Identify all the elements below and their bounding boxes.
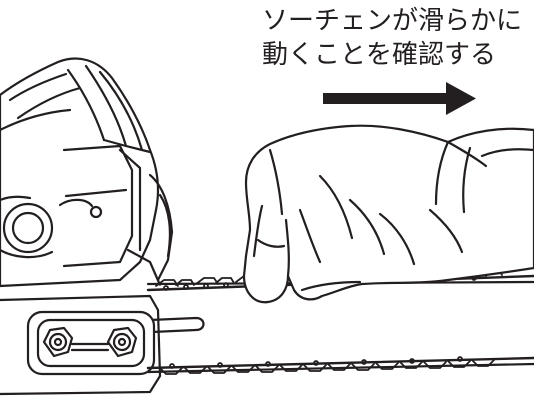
- chainsaw-body: [0, 57, 174, 288]
- instruction-caption: ソーチェンが滑らかに 動くことを確認する: [262, 4, 532, 72]
- caption-line-1: ソーチェンが滑らかに: [262, 6, 523, 36]
- caption-line-2: 動くことを確認する: [262, 40, 497, 70]
- gloved-hand: [242, 124, 534, 304]
- bar-nut-right: [106, 326, 138, 358]
- right-arrow-icon: [323, 82, 476, 115]
- bar-nut-left: [42, 326, 74, 358]
- chain-links-bottom: [159, 356, 495, 375]
- guide-bar: [0, 280, 534, 396]
